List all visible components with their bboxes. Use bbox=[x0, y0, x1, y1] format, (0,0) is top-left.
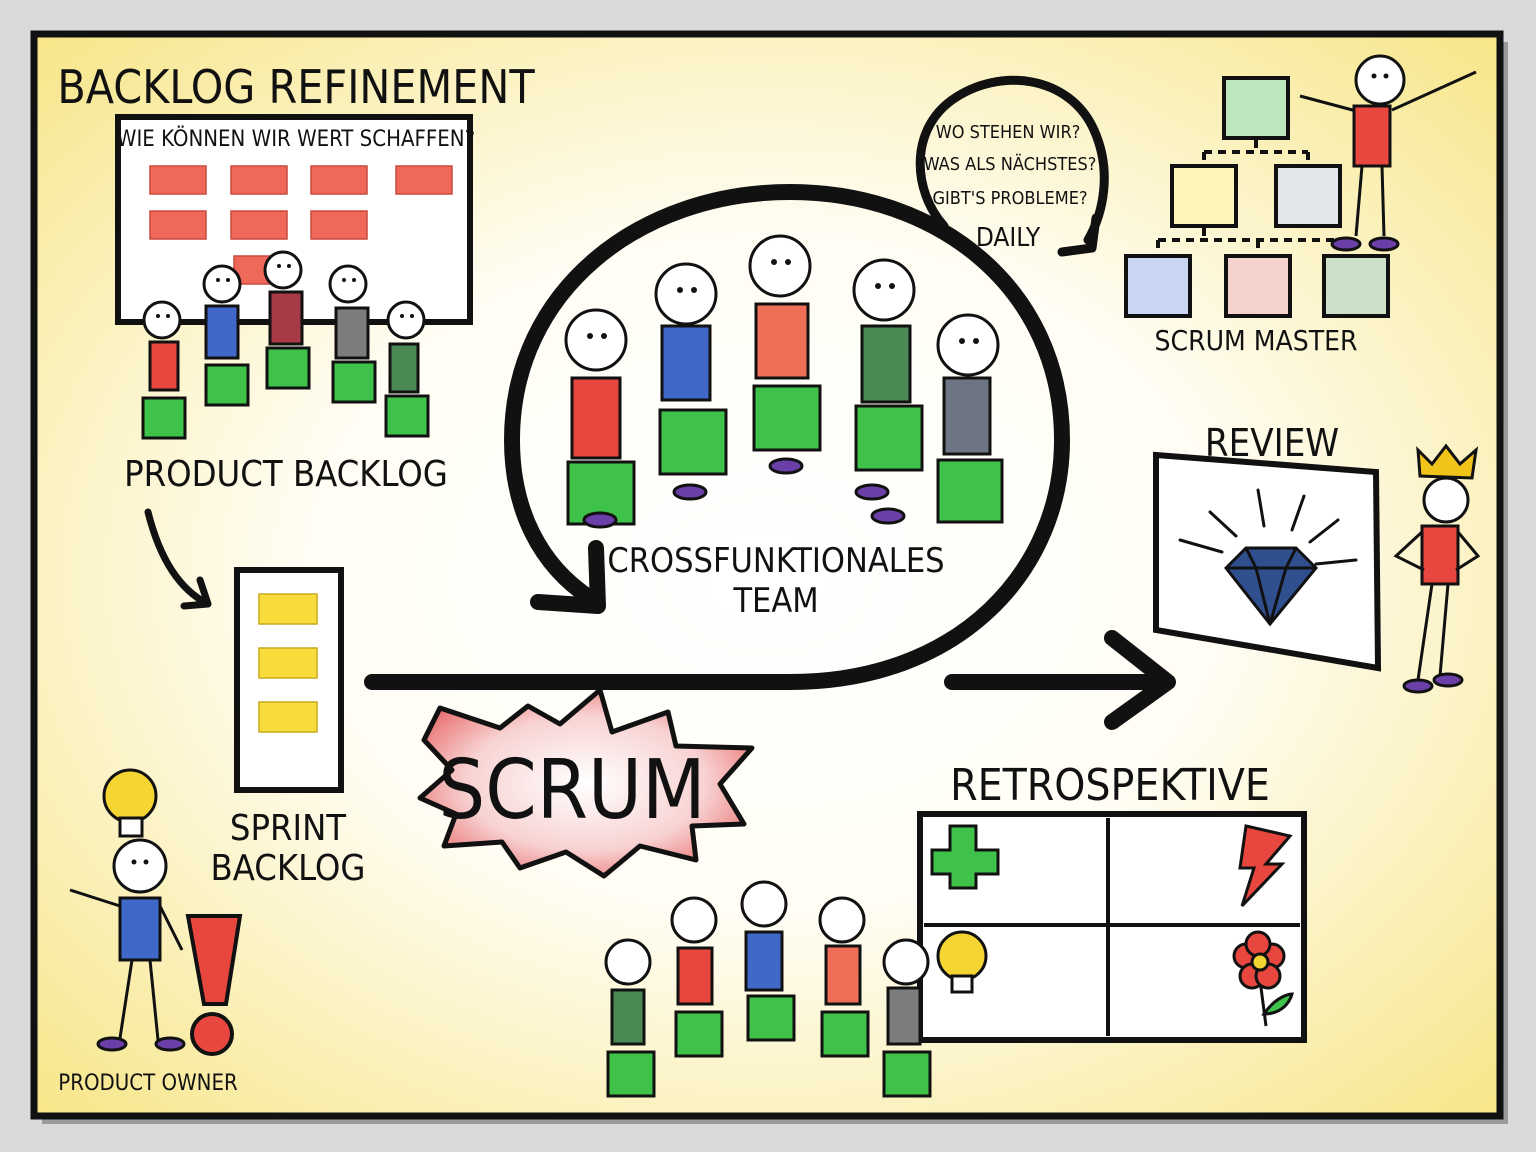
team-member bbox=[654, 262, 728, 501]
flower-icon bbox=[1232, 930, 1294, 1027]
crossfunctional-label-line2: TEAM bbox=[732, 581, 818, 621]
arrow-to-review bbox=[944, 630, 1176, 730]
exclamation-icon bbox=[185, 914, 243, 1056]
sticky-note bbox=[310, 165, 368, 195]
product-owner-person bbox=[69, 838, 186, 1052]
lightbulb-icon bbox=[102, 768, 158, 838]
sticky-note bbox=[395, 165, 453, 195]
sticky-note bbox=[310, 210, 368, 240]
refinement-board bbox=[115, 114, 473, 325]
sprint-cycle-loop bbox=[364, 184, 1070, 690]
sprint-backlog-label-line2: BACKLOG bbox=[211, 848, 366, 889]
scrum-title: SCRUM bbox=[438, 743, 705, 838]
backlog-to-sprint-arrow bbox=[144, 508, 212, 610]
sticky-note bbox=[149, 165, 207, 195]
crossfunctional-label-line1: CROSSFUNKTIONALES bbox=[607, 541, 944, 581]
sprint-backlog-label-line1: SPRINT bbox=[230, 808, 346, 849]
sprint-backlog-section: SPRINT BACKLOG bbox=[211, 567, 366, 889]
daily-arrow bbox=[915, 75, 1109, 257]
daily-label: DAILY bbox=[976, 223, 1041, 253]
review-person bbox=[1393, 443, 1481, 694]
scrum-master-label: SCRUM MASTER bbox=[1154, 324, 1357, 357]
daily-question-3: GIBT'S PROBLEME? bbox=[932, 188, 1087, 209]
retro-team bbox=[604, 880, 932, 1098]
daily-section: WO STEHEN WIR? WAS ALS NÄCHSTES? GIBT'S … bbox=[915, 75, 1109, 257]
product-backlog-label: PRODUCT BACKLOG bbox=[124, 454, 448, 495]
scrum-burst: SCRUM bbox=[417, 687, 755, 879]
plus-icon bbox=[930, 824, 1000, 890]
scrum-master-section: SCRUM MASTER bbox=[1124, 54, 1477, 357]
team-member bbox=[852, 258, 924, 501]
scrum-master-person bbox=[1299, 54, 1477, 252]
crossfunctional-team bbox=[564, 234, 1004, 529]
retrospektive-section: RETROSPEKTIVE bbox=[604, 760, 1307, 1098]
sticky-note bbox=[230, 165, 288, 195]
backlog-team bbox=[141, 250, 430, 440]
org-chart bbox=[1124, 76, 1390, 318]
review-section: REVIEW bbox=[1153, 421, 1481, 694]
team-member bbox=[564, 308, 636, 529]
daily-question-1: WO STEHEN WIR? bbox=[936, 122, 1081, 143]
retro-board-dividers bbox=[924, 818, 1300, 1036]
product-owner-label: PRODUCT OWNER bbox=[58, 1071, 238, 1096]
team-member bbox=[870, 313, 1004, 525]
sprint-sticky-note bbox=[258, 647, 318, 679]
crown-icon bbox=[1416, 443, 1479, 480]
retrospektive-label: RETROSPEKTIVE bbox=[950, 760, 1270, 811]
loop-arrowhead bbox=[530, 540, 606, 614]
sticky-note bbox=[149, 210, 207, 240]
daily-question-2: WAS ALS NÄCHSTES? bbox=[924, 154, 1097, 175]
backlog-refinement-section: BACKLOG REFINEMENT WIE KÖNNEN WIR WERT S… bbox=[57, 60, 535, 495]
lightbulb-icon bbox=[936, 930, 988, 994]
team-member bbox=[748, 234, 822, 475]
lightning-icon bbox=[1238, 824, 1293, 908]
backlog-refinement-title: BACKLOG REFINEMENT bbox=[57, 60, 535, 114]
sprint-sticky-note bbox=[258, 593, 318, 625]
sprint-sticky-note bbox=[258, 701, 318, 733]
product-owner-section: PRODUCT OWNER bbox=[58, 768, 243, 1096]
scrum-burst-shape bbox=[417, 687, 755, 879]
sticky-note bbox=[230, 210, 288, 240]
refinement-question: WIE KÖNNEN WIR WERT SCHAFFEN? bbox=[117, 126, 475, 152]
diamond-icon bbox=[1178, 488, 1358, 627]
